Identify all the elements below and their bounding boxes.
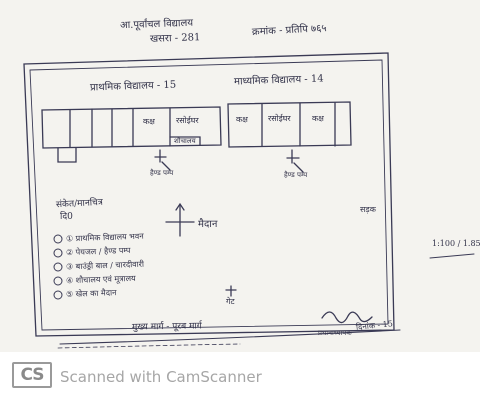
- header-left-line2: खसरा - 281: [149, 32, 201, 45]
- room-label: कक्ष: [312, 114, 324, 123]
- room-label: शौचालय: [174, 137, 196, 145]
- boundary-wall-inner: [29, 59, 389, 331]
- margin-note: 1:100 / 1.85: [432, 239, 480, 248]
- room-label: रसोईघर: [176, 116, 199, 125]
- north-arrow-icon: [165, 202, 195, 237]
- room-label: कक्ष: [236, 115, 248, 124]
- gate-mark: [225, 285, 237, 297]
- bottom-road-label: मुख्य मार्ग - पूरब मार्ग: [131, 321, 202, 333]
- compass-label: मैदान: [198, 219, 218, 230]
- tap-label: हैण्ड पम्प: [150, 169, 174, 177]
- camscanner-logo-icon: CS: [12, 362, 52, 388]
- hand-pump-icon: [286, 149, 304, 173]
- gate-label: गेट: [226, 297, 235, 306]
- signature-label: प्रधानाध्यापक: [318, 329, 352, 337]
- room-label: कक्ष: [143, 117, 155, 126]
- signature-scribble: [321, 311, 373, 324]
- right-building: [227, 101, 352, 148]
- left-building: [41, 106, 222, 149]
- legend-subtitle: दि0: [60, 212, 73, 222]
- hand-pump-icon: [154, 149, 171, 171]
- road-line: [59, 329, 401, 345]
- side-right-label: सड़क: [360, 205, 376, 214]
- camscanner-footer: [0, 352, 480, 399]
- tap-label: हैण्ड पम्प: [284, 171, 308, 179]
- camscanner-watermark-text: Scanned with CamScanner: [60, 368, 262, 386]
- room-label: रसोईघर: [268, 114, 291, 123]
